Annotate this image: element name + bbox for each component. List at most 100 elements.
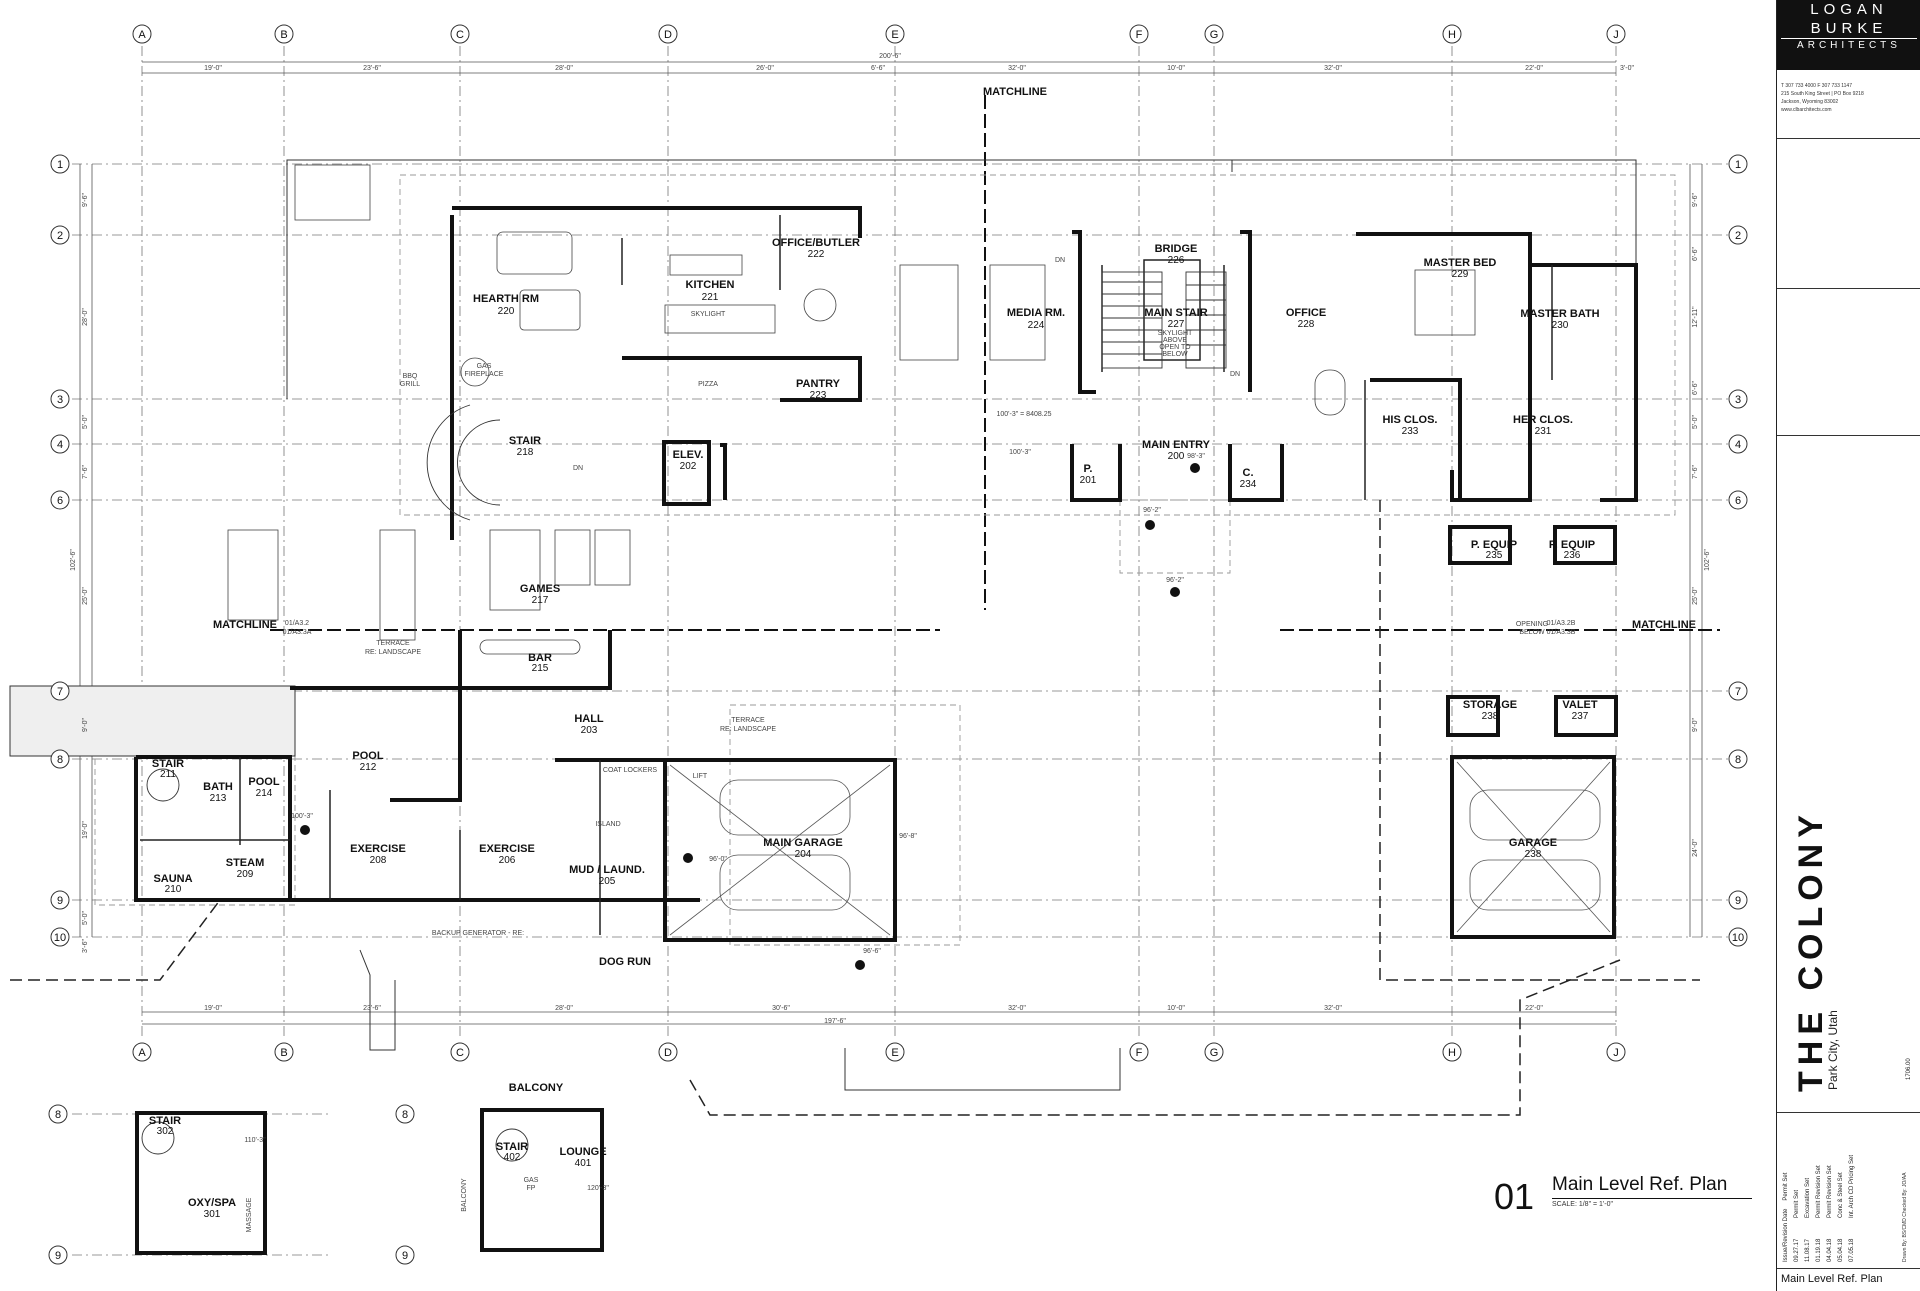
revision-date: 07.05.18 bbox=[1849, 1238, 1855, 1262]
room-name: GAMES bbox=[520, 583, 560, 595]
dim-right-overall: 102'-6" bbox=[1704, 549, 1711, 571]
revision-row: 11.08.17 Excavation Set bbox=[1803, 1112, 1814, 1262]
sheet-name: Main Level Ref. Plan bbox=[1781, 1273, 1883, 1285]
room-number: 204 bbox=[795, 849, 812, 860]
dim-bottom: 10'-0" bbox=[1167, 1005, 1185, 1012]
matchline-label: MATCHLINE bbox=[213, 619, 277, 631]
room-name: OFFICE bbox=[1286, 307, 1326, 319]
grid-labels: A B C D E F G H J A B C D E F G H J 1 2 … bbox=[54, 29, 1744, 1262]
room-name: STAIR bbox=[152, 758, 184, 770]
drawing-title-rule bbox=[1552, 1198, 1752, 1199]
dim-bottom: 19'-0" bbox=[204, 1005, 222, 1012]
revision-header-date: Issue/Revision Date bbox=[1783, 1208, 1789, 1262]
grid-row-label: 3 bbox=[57, 394, 63, 406]
grid-col-label: D bbox=[664, 29, 672, 41]
dim-top: 10'-0" bbox=[1167, 65, 1185, 72]
room-number: 235 bbox=[1486, 550, 1503, 561]
room-name: STORAGE bbox=[1463, 699, 1517, 711]
dim-right: 9'-0" bbox=[1692, 718, 1699, 732]
revision-label: Int. Arch CD Pricing Set bbox=[1849, 1154, 1855, 1218]
walls bbox=[134, 206, 1638, 1255]
terrace-note: RE: LANDSCAPE bbox=[365, 649, 421, 656]
skylight-above-note: SKYLIGHT bbox=[1158, 330, 1193, 337]
opening-note: OPENING bbox=[1516, 621, 1548, 628]
down-note: DN bbox=[573, 465, 583, 472]
title-block: LOGAN BURKE ARCHITECTS T 307 733 4000 F … bbox=[1776, 0, 1920, 1291]
firm-name-line: BURKE bbox=[1810, 20, 1888, 37]
grid-row-label: 8 bbox=[402, 1109, 408, 1121]
sheet-ref: 01/A3.2 bbox=[285, 620, 309, 627]
room-number: 238 bbox=[1482, 711, 1499, 722]
firm-name-line: LOGAN bbox=[1810, 1, 1888, 18]
grid-row-label: 9 bbox=[402, 1250, 408, 1262]
dim-bottom: 23'-6" bbox=[363, 1005, 381, 1012]
elevation-markers bbox=[300, 463, 1200, 970]
matchline-label: MATCHLINE bbox=[1632, 619, 1696, 631]
room-name: BATH bbox=[203, 781, 233, 793]
room-number: 208 bbox=[370, 855, 387, 866]
revision-row: 07.05.18 Int. Arch CD Pricing Set bbox=[1847, 1112, 1858, 1262]
grid-col-label: B bbox=[280, 29, 287, 41]
dim-top: 22'-0" bbox=[1525, 65, 1543, 72]
grid-row-label: 1 bbox=[57, 159, 63, 171]
title-block-rule bbox=[1777, 138, 1920, 139]
room-labels: HEARTH RM 220 KITCHEN 221 OFFICE/BUTLER … bbox=[149, 237, 1600, 1220]
revision-date: 09.27.17 bbox=[1794, 1238, 1800, 1262]
firm-contact-line: 215 South King Street | PO Box 9218 bbox=[1781, 91, 1864, 97]
grid-row-label: 2 bbox=[1735, 230, 1741, 242]
room-number: 401 bbox=[575, 1158, 592, 1169]
title-block-rule bbox=[1777, 288, 1920, 289]
dim-left: 3'-6" bbox=[82, 939, 89, 953]
gas-fp-note: FP bbox=[527, 1185, 536, 1192]
grid-row-label: 9 bbox=[57, 895, 63, 907]
grid-col-label: A bbox=[138, 29, 146, 41]
dim-top: 3'-0" bbox=[1620, 65, 1634, 72]
overhang-outline bbox=[94, 174, 1676, 946]
revision-header-label: Permit Set bbox=[1783, 1172, 1789, 1201]
revision-row: 01.19.18 Permit Revision Set bbox=[1814, 1112, 1825, 1262]
project-location: Park City, Utah bbox=[1826, 1010, 1840, 1090]
sheet-ref: 01/A3.2B bbox=[1547, 620, 1576, 627]
room-name: VALET bbox=[1562, 699, 1598, 711]
room-name: MUD / LAUND. bbox=[569, 864, 645, 876]
room-number: 229 bbox=[1452, 269, 1469, 280]
lockers-note: COAT LOCKERS bbox=[603, 767, 658, 774]
dim-bottom-overall: 197'-6" bbox=[824, 1018, 846, 1025]
dim-bottom: 32'-0" bbox=[1324, 1005, 1342, 1012]
elevation-note: 100'-3" bbox=[1009, 449, 1031, 456]
revision-date: 04.04.18 bbox=[1827, 1238, 1833, 1262]
room-number: 210 bbox=[165, 884, 182, 895]
elevation-note: 98'-3" bbox=[1187, 453, 1205, 460]
massage-note: MASSAGE bbox=[246, 1197, 253, 1232]
dim-bottom: 28'-0" bbox=[555, 1005, 573, 1012]
dimension-text: 19'-0" 23'-6" 28'-0" 26'-0" 6'-6" 32'-0"… bbox=[204, 53, 1634, 1025]
room-number: 215 bbox=[532, 663, 549, 674]
revision-label: Permit Revision Set bbox=[1827, 1165, 1833, 1218]
dim-right: 6'-6" bbox=[1692, 247, 1699, 261]
room-number: 233 bbox=[1402, 426, 1419, 437]
opening-note: BELOW bbox=[1519, 629, 1545, 636]
room-number: 221 bbox=[702, 292, 719, 303]
grid-col-label: H bbox=[1448, 1047, 1456, 1059]
room-number: 237 bbox=[1572, 711, 1589, 722]
room-number: 224 bbox=[1028, 320, 1045, 331]
grid-col-label: B bbox=[280, 1047, 287, 1059]
dim-right: 25'-0" bbox=[1692, 587, 1699, 605]
dim-right: 9'-6" bbox=[1692, 193, 1699, 207]
sheet-ref: 01/A3.3B bbox=[1547, 629, 1576, 636]
room-number: 206 bbox=[499, 855, 516, 866]
room-name: SAUNA bbox=[153, 873, 192, 885]
room-number: 209 bbox=[237, 869, 254, 880]
revision-label: Excavation Set bbox=[1805, 1177, 1811, 1218]
terrace-note: TERRACE bbox=[731, 717, 765, 724]
revision-label: Permit Set bbox=[1794, 1189, 1800, 1218]
lift-note: LIFT bbox=[693, 773, 708, 780]
room-name: STAIR bbox=[509, 435, 541, 447]
elevation-note: 110'-3" bbox=[244, 1137, 266, 1144]
dim-top: 26'-0" bbox=[756, 65, 774, 72]
dim-right: 12'-11" bbox=[1692, 306, 1699, 328]
terrace-note: TERRACE bbox=[376, 640, 410, 647]
matchline bbox=[270, 95, 1720, 631]
grid-row-label: 9 bbox=[1735, 895, 1741, 907]
room-number: 201 bbox=[1080, 475, 1097, 486]
